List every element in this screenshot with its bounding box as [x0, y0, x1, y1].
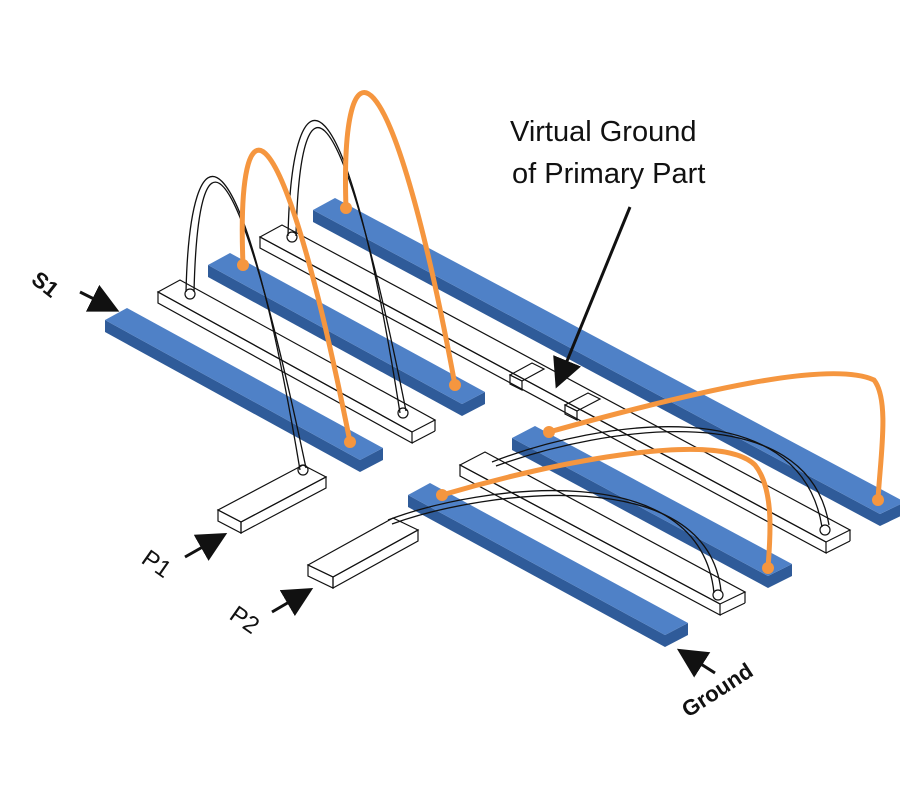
s1-arrow	[79, 284, 120, 312]
orange-wire-2	[343, 90, 458, 388]
blue-conductors	[105, 198, 900, 647]
orange-wire-3	[546, 371, 886, 503]
ground-arrow	[676, 648, 716, 678]
black-bond-wires	[184, 119, 831, 601]
black-wire-3	[491, 426, 831, 536]
p1-arrow	[184, 533, 228, 561]
strip-2	[258, 224, 852, 555]
virtual-ground-gap-block-2	[563, 392, 602, 421]
wireframe-strips	[156, 224, 852, 617]
orange-wire-bond-dots	[237, 202, 884, 574]
virtual-ground-label-line1: Virtual Ground	[510, 116, 696, 148]
orange-wire-1	[239, 147, 353, 445]
virtual-ground-label-line2: of Primary Part	[512, 158, 705, 190]
p2-arrow	[271, 587, 314, 617]
virtual-ground-gap-block-1	[508, 362, 546, 391]
ground-label: Ground	[677, 658, 757, 722]
black-wire-1	[184, 176, 309, 476]
conductor-3	[313, 198, 900, 526]
strip-3	[458, 451, 747, 617]
virtual-ground-arrow	[553, 206, 632, 389]
p2-pad	[306, 517, 420, 590]
conductor-ground	[408, 483, 688, 647]
black-wire-4	[387, 490, 724, 601]
s1-label: S1	[27, 266, 64, 302]
black-wire-2	[286, 119, 409, 419]
p1-pad	[216, 464, 328, 534]
conductor-s1	[105, 308, 383, 472]
p2-label: P2	[225, 601, 265, 640]
orange-bond-wires	[237, 90, 886, 574]
orange-wire-4	[439, 446, 773, 571]
p1-label: P1	[137, 545, 177, 584]
strip-1	[156, 279, 437, 445]
conductor-2	[208, 253, 485, 416]
